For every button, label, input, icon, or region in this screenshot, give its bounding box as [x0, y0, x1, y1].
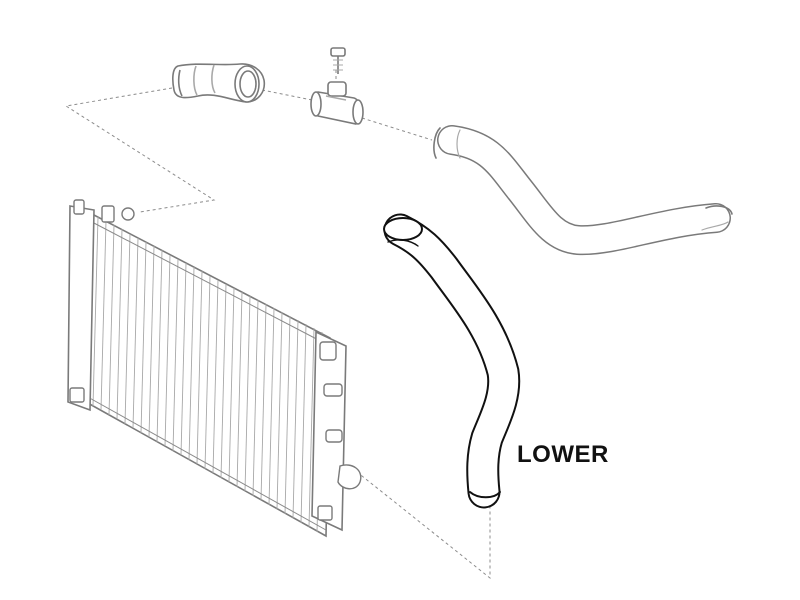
lower-hose-callout: LOWER: [517, 441, 609, 468]
leader-lines: [64, 70, 491, 580]
t-connector: [310, 47, 364, 125]
lower-hose: [383, 213, 521, 509]
upper-long-hose: [433, 125, 733, 256]
radiator: [67, 199, 362, 538]
upper-short-hose: [172, 63, 266, 103]
